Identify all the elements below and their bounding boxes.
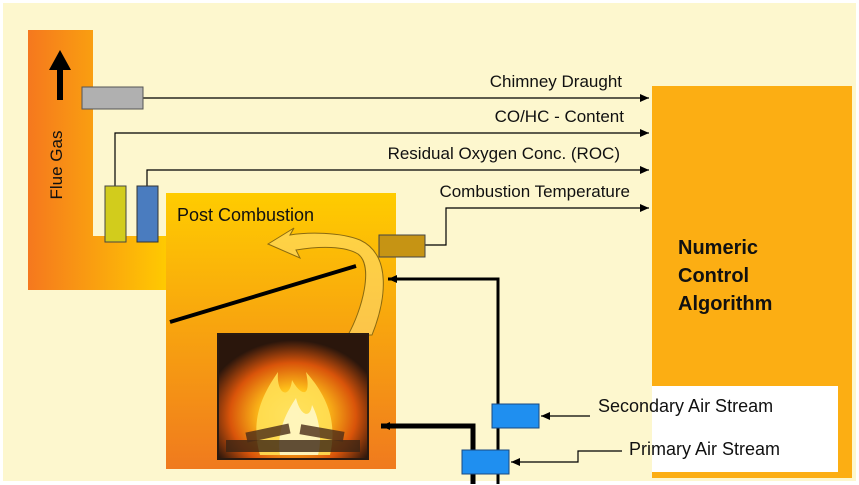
primary-air-valve xyxy=(461,449,510,475)
primary-air-inlet-line xyxy=(511,450,622,466)
secondary-air-label: Secondary Air Stream xyxy=(598,396,774,416)
numeric-control-line-2: Control xyxy=(678,265,750,287)
signal-label-temperature: Combustion Temperature xyxy=(439,182,630,201)
gas-flow-arrow xyxy=(266,227,384,336)
co-hc-line xyxy=(114,129,649,186)
numeric-control-line-3: Algorithm xyxy=(678,293,773,315)
secondary-air-valve xyxy=(491,403,540,429)
roc-line xyxy=(146,166,649,186)
deflector-baffle xyxy=(169,264,357,324)
chimney-draught-sensor xyxy=(81,86,144,110)
post-combustion-label: Post Combustion xyxy=(177,205,315,225)
numeric-control-line-1: Numeric xyxy=(678,237,759,259)
up-arrow-icon xyxy=(49,50,71,100)
flame-image xyxy=(217,333,369,460)
flue-gas-label: Flue Gas xyxy=(47,130,66,200)
co-hc-sensor xyxy=(104,185,127,243)
air-stream-label-panel xyxy=(652,386,838,472)
temperature-sensor xyxy=(378,234,426,258)
numeric-control-label: Numeric Control Algorithm xyxy=(678,234,772,318)
signal-label-chimney-draught: Chimney Draught xyxy=(489,72,622,91)
roc-sensor xyxy=(136,185,159,243)
signal-label-co-hc: CO/HC - Content xyxy=(494,107,624,126)
temperature-line xyxy=(425,204,649,246)
signal-label-roc: Residual Oxygen Conc. (ROC) xyxy=(387,144,620,163)
flue-gas-duct xyxy=(28,30,170,290)
primary-air-label: Primary Air Stream xyxy=(629,439,781,459)
